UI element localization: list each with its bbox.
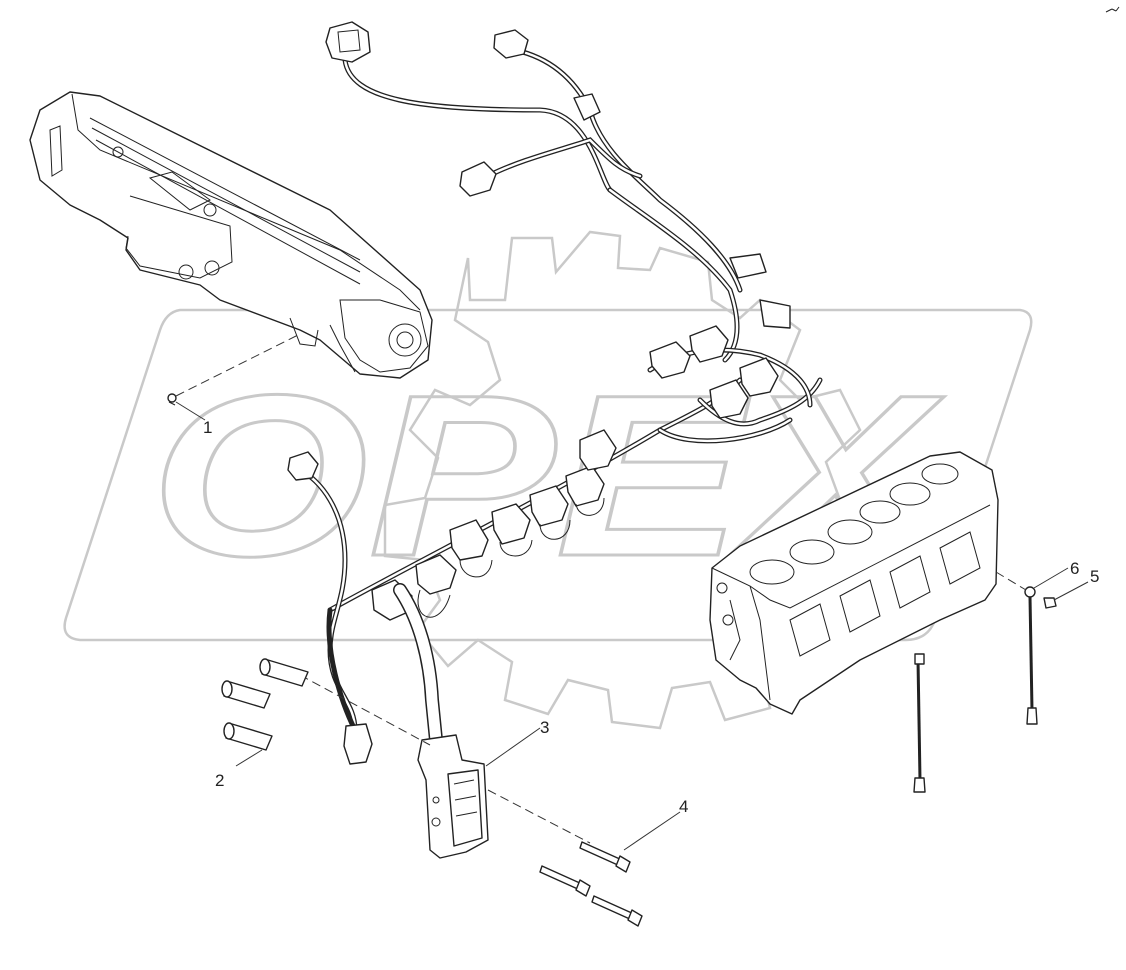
- upper-harness-branch: [325, 21, 791, 363]
- engine-block: [709, 451, 999, 715]
- leader-line-2: [235, 749, 263, 767]
- leader-line-1: [175, 401, 206, 421]
- callout-4: 4: [679, 797, 688, 816]
- watermark-plate: [63, 308, 1033, 642]
- left-branch-wire: [287, 451, 373, 765]
- injector-connector: [371, 325, 779, 621]
- part-3-connector-body: [393, 583, 489, 859]
- callout-6: 6: [1070, 559, 1079, 578]
- corner-mark: [1105, 6, 1120, 13]
- part-5-bolt: [1043, 597, 1057, 609]
- dashed-line-3: [299, 674, 431, 746]
- part-4-bolts: [539, 841, 643, 927]
- part-6-sensor: [913, 586, 1038, 793]
- part-1-bolt: [167, 393, 177, 406]
- main-harness: [327, 325, 823, 621]
- leader-line-3: [485, 727, 541, 767]
- dashed-line-4: [487, 789, 591, 844]
- callout-1: 1: [203, 418, 212, 437]
- callout-3: 3: [540, 718, 549, 737]
- part-2-sleeves: [221, 658, 309, 751]
- callout-2: 2: [215, 771, 224, 790]
- dashed-line-1: [175, 333, 301, 397]
- leader-line-6: [1033, 567, 1069, 589]
- rail-cover-assembly: [29, 91, 433, 379]
- leader-line-4: [623, 811, 681, 851]
- leader-line-5: [1053, 581, 1089, 601]
- dashed-line-6: [995, 571, 1027, 591]
- callout-5: 5: [1090, 567, 1099, 586]
